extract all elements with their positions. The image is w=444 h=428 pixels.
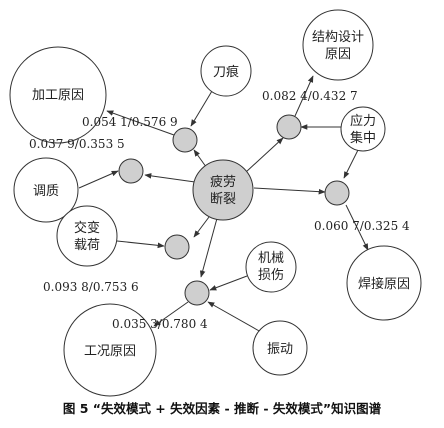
edge-fracture-to-right-junction bbox=[253, 187, 326, 195]
node-welding-cause bbox=[346, 245, 422, 321]
concept-nodes bbox=[9, 9, 422, 397]
node-tool-mark bbox=[200, 45, 252, 97]
node-mechanical-damage bbox=[245, 241, 297, 293]
junction-welding bbox=[324, 180, 350, 206]
junction-quenching bbox=[118, 158, 144, 184]
node-alternating-load bbox=[56, 205, 118, 267]
edge-mechanical-damage-to-junction bbox=[209, 275, 248, 291]
edge-stress-to-right-junction bbox=[343, 149, 359, 179]
label-welding-cause: 焊接原因 bbox=[358, 276, 410, 292]
edge-fracture-to-bottom-junction bbox=[199, 210, 220, 278]
edge-weight-labels: 0.054 1/0.576 9 0.037 9/0.353 5 0.082 4/… bbox=[29, 89, 410, 331]
label-vibration: 振动 bbox=[267, 342, 293, 357]
label-fatigue-fracture-1: 疲劳 bbox=[210, 174, 236, 190]
junction-structural-design bbox=[276, 114, 302, 140]
node-structural-design-cause bbox=[302, 9, 374, 81]
label-stress-concentration-2: 集中 bbox=[350, 130, 376, 146]
label-machining-cause: 加工原因 bbox=[32, 88, 84, 103]
label-mechanical-damage-1: 机械 bbox=[258, 251, 284, 266]
node-machining-cause bbox=[9, 46, 107, 144]
node-vibration bbox=[252, 320, 308, 376]
edge-fracture-to-left-junction bbox=[144, 173, 196, 183]
node-working-condition-cause bbox=[63, 303, 157, 397]
edge-junction-to-structural-design bbox=[294, 75, 314, 117]
weight-machining: 0.054 1/0.576 9 bbox=[82, 115, 178, 129]
edge-junction-to-working-condition bbox=[153, 301, 189, 327]
label-working-condition-cause: 工况原因 bbox=[84, 344, 136, 359]
label-tool-mark: 刀痕 bbox=[213, 64, 239, 80]
edge-junction-to-machining bbox=[106, 110, 175, 136]
figure-caption: 图 5 “失效模式 + 失效因素 - 推断 - 失效模式”知识图谱 bbox=[63, 401, 382, 416]
weight-alternating-load: 0.093 8/0.753 6 bbox=[43, 280, 139, 294]
label-mechanical-damage-2: 损伤 bbox=[258, 268, 284, 283]
label-alternating-load-2: 载荷 bbox=[74, 238, 100, 253]
edge-alternating-load-to-junction bbox=[116, 240, 165, 249]
edges bbox=[78, 75, 369, 333]
weight-quenching: 0.037 9/0.353 5 bbox=[29, 137, 125, 151]
node-stress-concentration bbox=[340, 106, 386, 152]
node-fatigue-fracture bbox=[192, 159, 254, 221]
label-structural-design-1: 结构设计 bbox=[312, 30, 364, 45]
gray-nodes bbox=[118, 114, 350, 306]
weight-welding: 0.060 7/0.325 4 bbox=[314, 219, 410, 233]
weight-working-condition: 0.035 3/0.780 4 bbox=[112, 317, 208, 331]
node-labels: 疲劳 断裂 结构设计 原因 应力 集中 加工原因 刀痕 调质 交变 载荷 机械 … bbox=[32, 30, 410, 359]
edge-fracture-to-top-right-junction bbox=[245, 137, 284, 173]
node-quenching bbox=[13, 157, 79, 223]
label-structural-design-2: 原因 bbox=[325, 47, 351, 62]
label-fatigue-fracture-2: 断裂 bbox=[210, 192, 236, 207]
label-alternating-load-1: 交变 bbox=[74, 220, 100, 236]
label-stress-concentration-1: 应力 bbox=[350, 113, 376, 129]
edge-quenching-to-junction bbox=[78, 170, 119, 189]
edge-junction-to-welding bbox=[345, 204, 369, 251]
edge-vibration-to-junction bbox=[207, 301, 262, 333]
edge-tool-mark-to-junction bbox=[190, 90, 213, 127]
label-quenching: 调质 bbox=[33, 184, 59, 199]
weight-structural-design: 0.082 4/0.432 7 bbox=[262, 89, 358, 103]
junction-tool-mark bbox=[172, 127, 198, 153]
junction-alternating-load bbox=[164, 234, 190, 260]
junction-working-condition bbox=[184, 280, 210, 306]
